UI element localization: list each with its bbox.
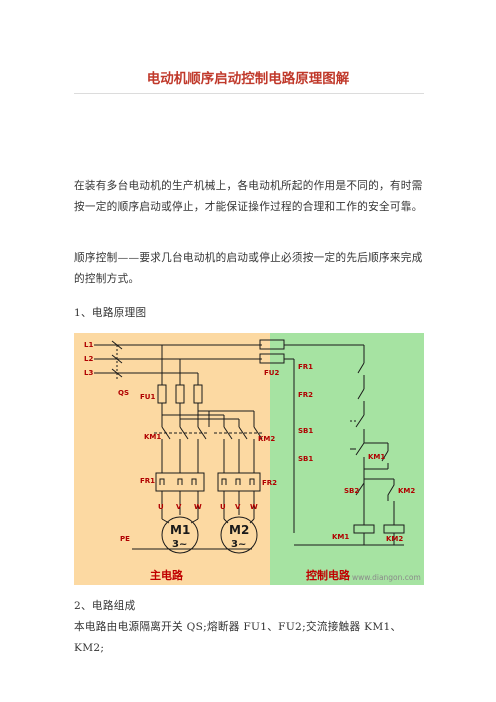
label-m1: M1 (170, 523, 190, 537)
label-fu2: FU2 (264, 369, 279, 377)
control-circuit-area (270, 333, 424, 585)
main-circuit-area (74, 333, 270, 585)
label-c-fr1: FR1 (298, 363, 313, 371)
section-heading-composition: 2、电路组成 (74, 600, 136, 612)
watermark: www.diangon.com (352, 573, 421, 582)
label-fr1: FR1 (140, 477, 155, 485)
title-divider (74, 93, 424, 94)
label-l2: L2 (84, 355, 93, 363)
label-km1-main: KM1 (144, 433, 161, 441)
composition-paragraph: 本电路由电源隔离开关 QS;熔断器 FU1、FU2;交流接触器 KM1、KM2; (74, 621, 402, 654)
label-coil-km2: KM2 (386, 535, 403, 543)
label-v1: V (176, 503, 182, 511)
label-m1-phase: 3~ (172, 539, 187, 550)
intro-paragraph: 在装有多台电动机的生产机械上，各电动机所起的作用是不同的，有时需按一定的顺序启动… (74, 180, 423, 213)
label-fu1: FU1 (140, 393, 155, 401)
label-coil-km1: KM1 (332, 533, 349, 541)
label-u1: U (158, 503, 164, 511)
label-qs: QS (118, 389, 129, 397)
label-main-circuit: 主电路 (150, 568, 184, 582)
label-l3: L3 (84, 369, 93, 377)
label-l1: L1 (84, 341, 93, 349)
circuit-diagram-svg: L1 L2 L3 QS FU1 FU2 KM1 KM2 FR1 FR2 U V … (74, 333, 424, 585)
label-w2: W (250, 503, 258, 511)
label-c-km2: KM2 (398, 487, 415, 495)
label-c-km1: KM1 (368, 453, 385, 461)
label-km2-main: KM2 (258, 435, 275, 443)
label-c-sb1b: SB1 (298, 455, 313, 463)
page-title: 电动机顺序启动控制电路原理图解 (146, 71, 350, 87)
label-c-fr2: FR2 (298, 391, 313, 399)
section-heading-diagram: 1、电路原理图 (74, 307, 147, 319)
label-c-sb1a: SB1 (298, 427, 313, 435)
label-m2: M2 (229, 523, 249, 537)
label-u2: U (220, 503, 226, 511)
definition-paragraph: 顺序控制——要求几台电动机的启动或停止必须按一定的先后顺序来完成的控制方式。 (74, 252, 423, 285)
label-m2-phase: 3~ (231, 539, 246, 550)
label-v2: V (235, 503, 241, 511)
label-c-sb2: SB2 (344, 487, 359, 495)
label-w1: W (194, 503, 202, 511)
label-fr2: FR2 (262, 479, 277, 487)
label-control-circuit: 控制电路 (306, 568, 351, 582)
label-pe: PE (120, 535, 130, 543)
circuit-diagram: L1 L2 L3 QS FU1 FU2 KM1 KM2 FR1 FR2 U V … (74, 333, 424, 585)
